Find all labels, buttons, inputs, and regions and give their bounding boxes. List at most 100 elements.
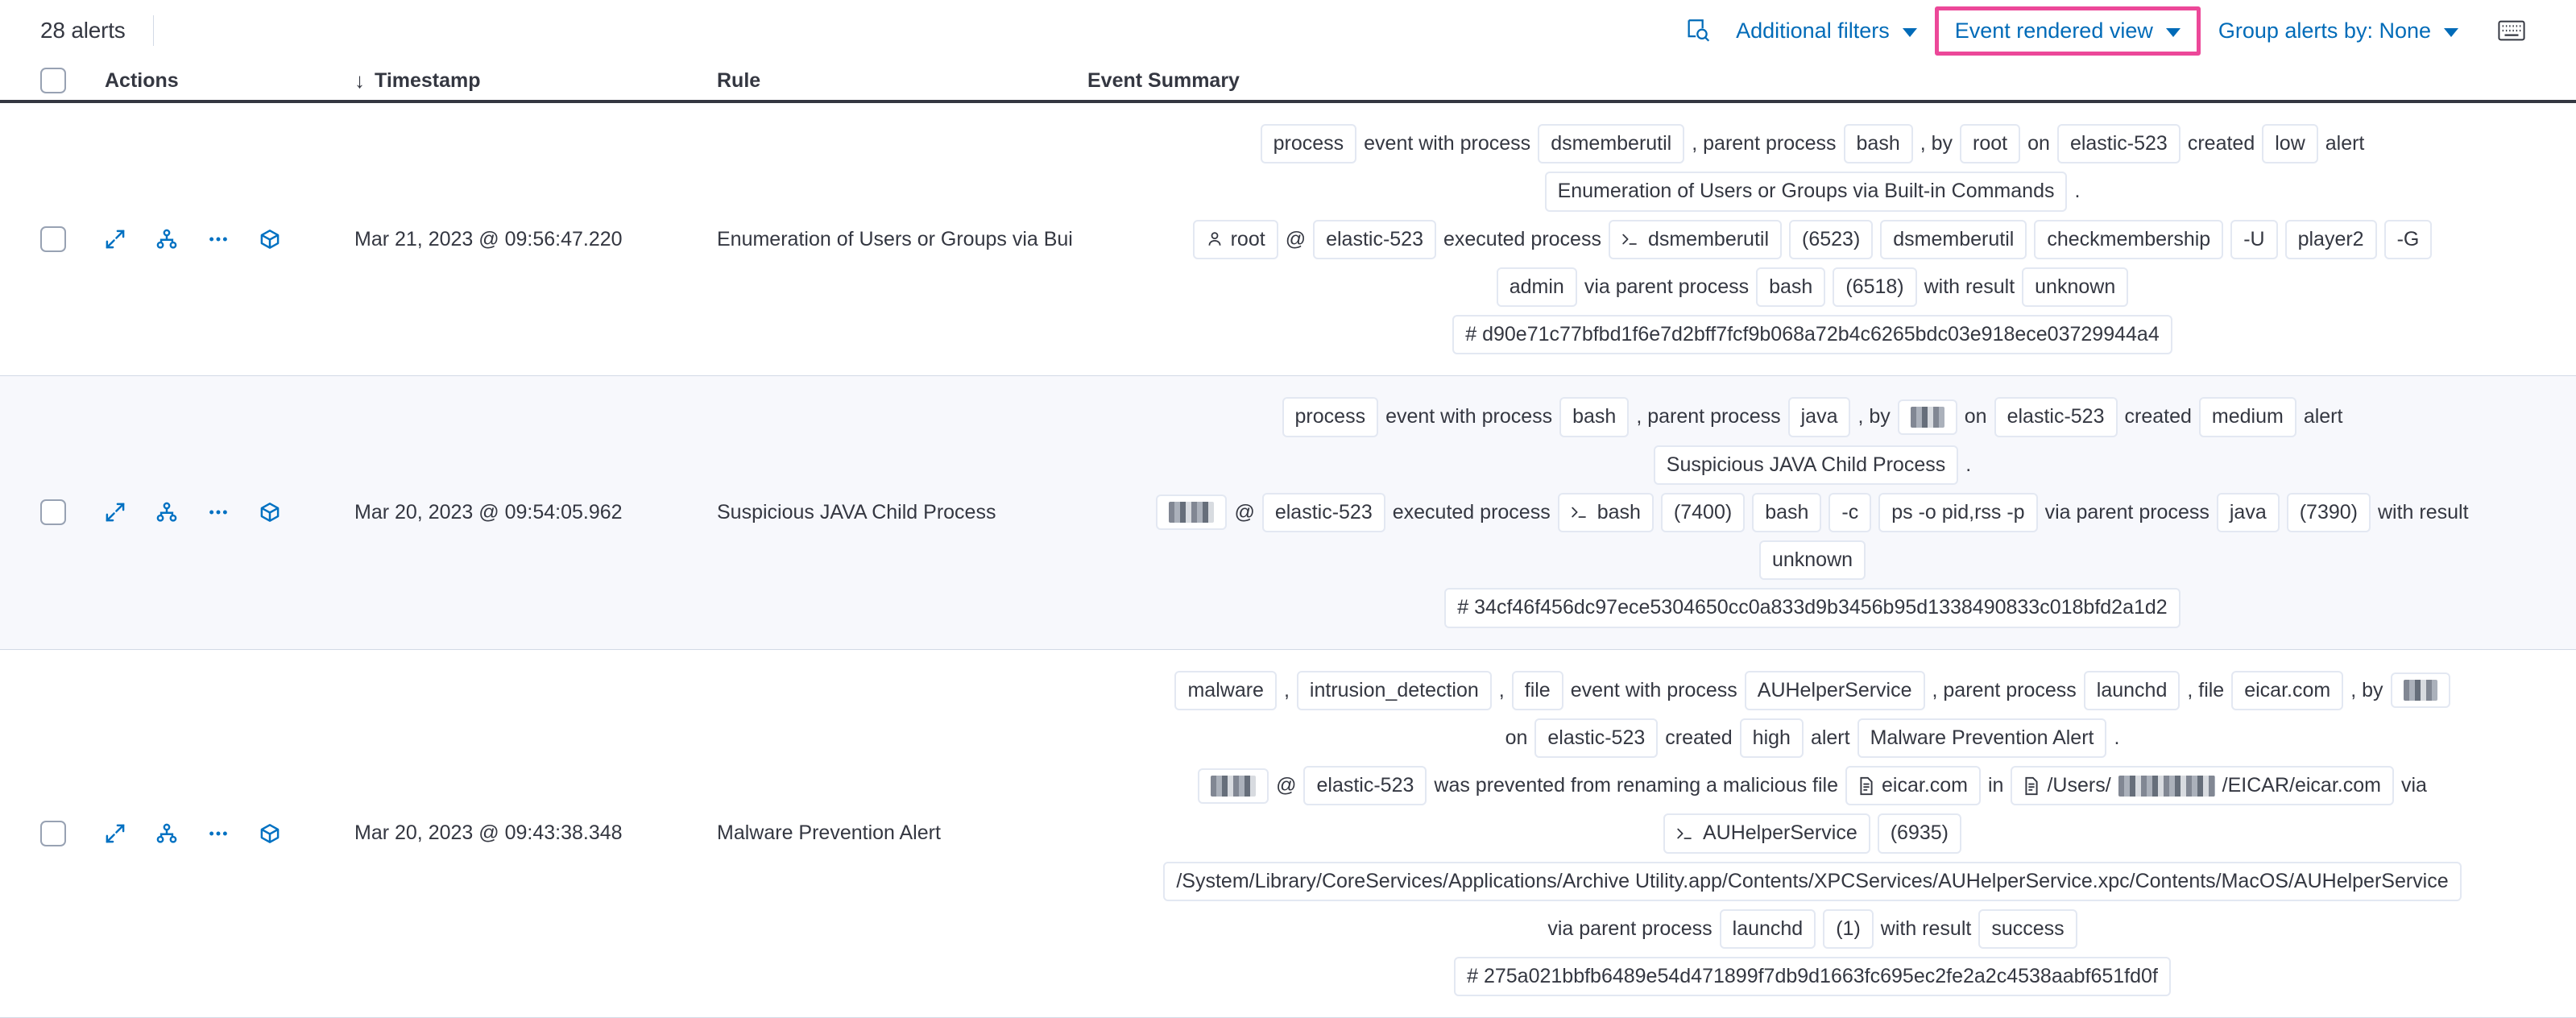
summary-chip[interactable]: /System/Library/CoreServices/Application… — [1163, 862, 2461, 901]
summary-chip[interactable]: bash — [1756, 267, 1825, 307]
summary-chip[interactable]: /Users//EICAR/eicar.com — [2011, 766, 2393, 805]
summary-chip[interactable]: Malware Prevention Alert — [1857, 718, 2107, 758]
row-select-checkbox[interactable] — [40, 499, 66, 525]
summary-chip[interactable]: unknown — [1759, 540, 1866, 580]
summary-chip[interactable] — [1156, 495, 1227, 530]
summary-chip[interactable]: java — [2217, 493, 2280, 532]
summary-text: , file — [2187, 678, 2224, 703]
analyzer-graph-icon[interactable] — [156, 823, 177, 844]
column-header-event-summary[interactable]: Event Summary — [1087, 69, 2576, 93]
summary-chip[interactable]: (6523) — [1789, 220, 1873, 259]
summary-chip[interactable] — [1898, 399, 1957, 435]
summary-chip[interactable]: (6935) — [1878, 813, 1961, 853]
row-rule-name: Malware Prevention Alert — [717, 821, 941, 845]
inspect-icon[interactable] — [1679, 10, 1723, 51]
summary-chip[interactable]: malware — [1174, 671, 1276, 710]
summary-chip[interactable]: success — [1978, 909, 2077, 949]
expand-icon[interactable] — [105, 502, 126, 523]
expand-icon[interactable] — [105, 229, 126, 250]
summary-chip[interactable]: elastic-523 — [1262, 493, 1385, 532]
session-view-icon[interactable] — [259, 823, 280, 844]
expand-icon[interactable] — [105, 823, 126, 844]
summary-chip[interactable]: unknown — [2022, 267, 2128, 307]
summary-chip[interactable]: bash — [1559, 397, 1629, 437]
summary-chip[interactable]: bash — [1752, 493, 1821, 532]
summary-chip[interactable] — [1198, 768, 1269, 804]
summary-chip[interactable]: elastic-523 — [1313, 220, 1436, 259]
column-header-timestamp[interactable]: ↓ Timestamp — [354, 68, 717, 93]
summary-chip[interactable]: # 34cf46f456dc97ece5304650cc0a833d9b3456… — [1444, 588, 2180, 627]
summary-chip[interactable]: -c — [1828, 493, 1871, 532]
summary-chip[interactable]: (6518) — [1833, 267, 1916, 307]
summary-chip[interactable]: ps -o pid,rss -p — [1878, 493, 2037, 532]
select-all-checkbox[interactable] — [40, 68, 66, 93]
summary-chip[interactable]: dsmemberutil — [1609, 220, 1782, 259]
session-view-icon[interactable] — [259, 502, 280, 523]
summary-chip[interactable]: # d90e71c77bfbd1f6e7d2bff7fcf9b068a72b4c… — [1452, 315, 2172, 354]
summary-chip[interactable]: eicar.com — [2231, 671, 2343, 710]
summary-chip[interactable]: process — [1282, 397, 1379, 437]
summary-chip[interactable]: AUHelperService — [1745, 671, 1925, 710]
summary-chip[interactable]: dsmemberutil — [1880, 220, 2027, 259]
summary-chip[interactable]: Suspicious JAVA Child Process — [1654, 445, 1958, 485]
event-rendered-view-button[interactable]: Event rendered view — [1947, 15, 2189, 47]
summary-chip[interactable]: (7400) — [1661, 493, 1745, 532]
summary-chip[interactable]: bash — [1844, 124, 1913, 163]
summary-chip[interactable]: high — [1740, 718, 1804, 758]
summary-chip[interactable]: (7390) — [2287, 493, 2371, 532]
summary-chip[interactable]: root — [1960, 124, 2020, 163]
chip-label-suffix: /EICAR/eicar.com — [2222, 773, 2381, 798]
summary-chip[interactable]: elastic-523 — [1303, 766, 1427, 805]
summary-chip[interactable]: -U — [2230, 220, 2277, 259]
row-select-checkbox[interactable] — [40, 226, 66, 252]
summary-chip[interactable]: -G — [2384, 220, 2433, 259]
summary-chip[interactable]: dsmemberutil — [1538, 124, 1684, 163]
column-header-actions[interactable]: Actions — [105, 69, 354, 93]
summary-chip[interactable]: elastic-523 — [2057, 124, 2180, 163]
summary-chip[interactable] — [2391, 672, 2450, 708]
summary-text: , by — [1920, 131, 1953, 156]
summary-chip[interactable]: player2 — [2285, 220, 2377, 259]
more-actions-icon[interactable] — [208, 823, 229, 844]
summary-chip[interactable]: admin — [1497, 267, 1577, 307]
summary-chip[interactable]: AUHelperService — [1663, 813, 1870, 853]
summary-chip[interactable]: (1) — [1823, 909, 1874, 949]
summary-chip[interactable]: bash — [1558, 493, 1654, 532]
keyboard-shortcuts-icon[interactable] — [2495, 17, 2528, 44]
session-view-icon[interactable] — [259, 229, 280, 250]
summary-chip[interactable]: root — [1193, 220, 1278, 259]
summary-chip[interactable]: launchd — [1720, 909, 1816, 949]
summary-chip[interactable]: eicar.com — [1845, 766, 1981, 805]
column-header-rule[interactable]: Rule — [717, 69, 1087, 93]
summary-chip[interactable]: checkmembership — [2034, 220, 2223, 259]
summary-chip[interactable]: medium — [2199, 397, 2296, 437]
analyzer-graph-icon[interactable] — [156, 229, 177, 250]
analyzer-graph-icon[interactable] — [156, 502, 177, 523]
summary-line: Suspicious JAVA Child Process. — [1654, 445, 1971, 485]
summary-chip[interactable]: elastic-523 — [1994, 397, 2118, 437]
summary-chip[interactable]: Enumeration of Users or Groups via Built… — [1545, 172, 2068, 211]
additional-filters-button[interactable]: Additional filters — [1723, 10, 1930, 52]
more-actions-icon[interactable] — [208, 502, 229, 523]
summary-chip[interactable]: java — [1788, 397, 1851, 437]
summary-chip[interactable]: launchd — [2084, 671, 2180, 710]
summary-chip[interactable]: # 275a021bbfb6489e54d471899f7db9d1663fc6… — [1454, 957, 2171, 996]
summary-line: # 275a021bbfb6489e54d471899f7db9d1663fc6… — [1454, 957, 2171, 996]
row-rule-cell: Enumeration of Users or Groups via Bui — [717, 103, 1087, 375]
summary-chip[interactable]: elastic-523 — [1534, 718, 1658, 758]
summary-chip[interactable]: process — [1261, 124, 1357, 163]
summary-chip[interactable]: file — [1512, 671, 1563, 710]
group-alerts-by-label: Group alerts by: None — [2218, 19, 2431, 43]
summary-text: with result — [1924, 275, 2015, 300]
row-rule-cell: Suspicious JAVA Child Process — [717, 376, 1087, 648]
summary-chip[interactable]: intrusion_detection — [1297, 671, 1492, 710]
group-alerts-by-button[interactable]: Group alerts by: None — [2205, 10, 2471, 52]
summary-chip[interactable]: low — [2262, 124, 2318, 163]
row-select-checkbox[interactable] — [40, 821, 66, 846]
redacted-value — [1911, 407, 1944, 428]
more-actions-icon[interactable] — [208, 229, 229, 250]
